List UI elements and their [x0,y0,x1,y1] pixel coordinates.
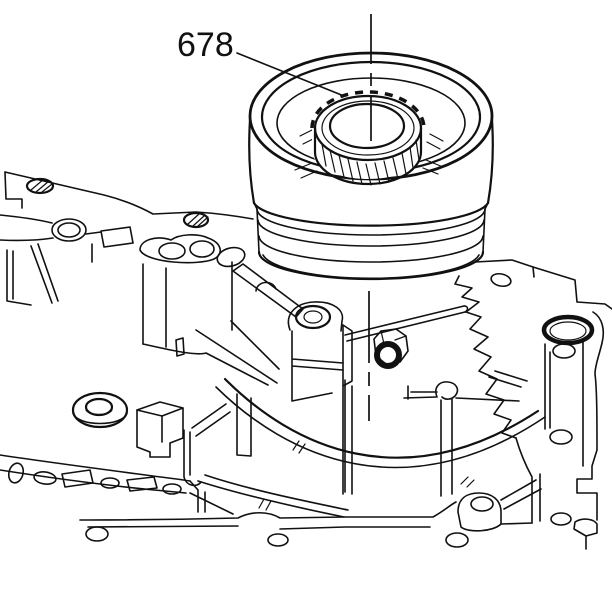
gear-center-hole [328,102,406,150]
top-face-hole [490,272,512,288]
case-left-flange [0,171,254,306]
bottom-boss [457,492,502,532]
bore-arch [191,377,546,493]
boss-hole-b [189,240,215,258]
zigzag-break-edge [454,275,517,439]
hidden-line-tick [407,385,438,400]
gear-teeth-ring [310,90,426,129]
right-machined-boss [541,314,595,467]
bolt-hole-right [445,532,469,548]
threaded-hole-mid [182,211,210,229]
spline-teeth [321,139,420,186]
case-surface-lines [403,370,528,402]
splined-gear-hub [310,90,426,186]
center-axis-line [368,14,372,421]
callout-leader-line [236,52,345,97]
bolt-hole-left [85,526,109,542]
case-right-side [454,259,612,550]
pillar-boss-hole [294,304,332,330]
bracket-block [136,401,202,487]
bolt-hole-center [267,533,289,547]
hanging-rod [435,381,459,497]
case-mid-structure [142,261,353,495]
flat-washer [71,391,129,429]
floor-hatch-left [294,129,318,179]
callout-label: 678 [177,26,234,64]
threaded-hole-left [25,177,55,195]
small-peg [175,337,185,357]
floor-hatch-right [422,133,444,175]
lower-rib-band [0,454,349,518]
installer-tool [248,51,494,281]
hex-bolt [373,328,409,369]
boss-hole-a [158,242,186,260]
bottom-flange [79,479,542,548]
